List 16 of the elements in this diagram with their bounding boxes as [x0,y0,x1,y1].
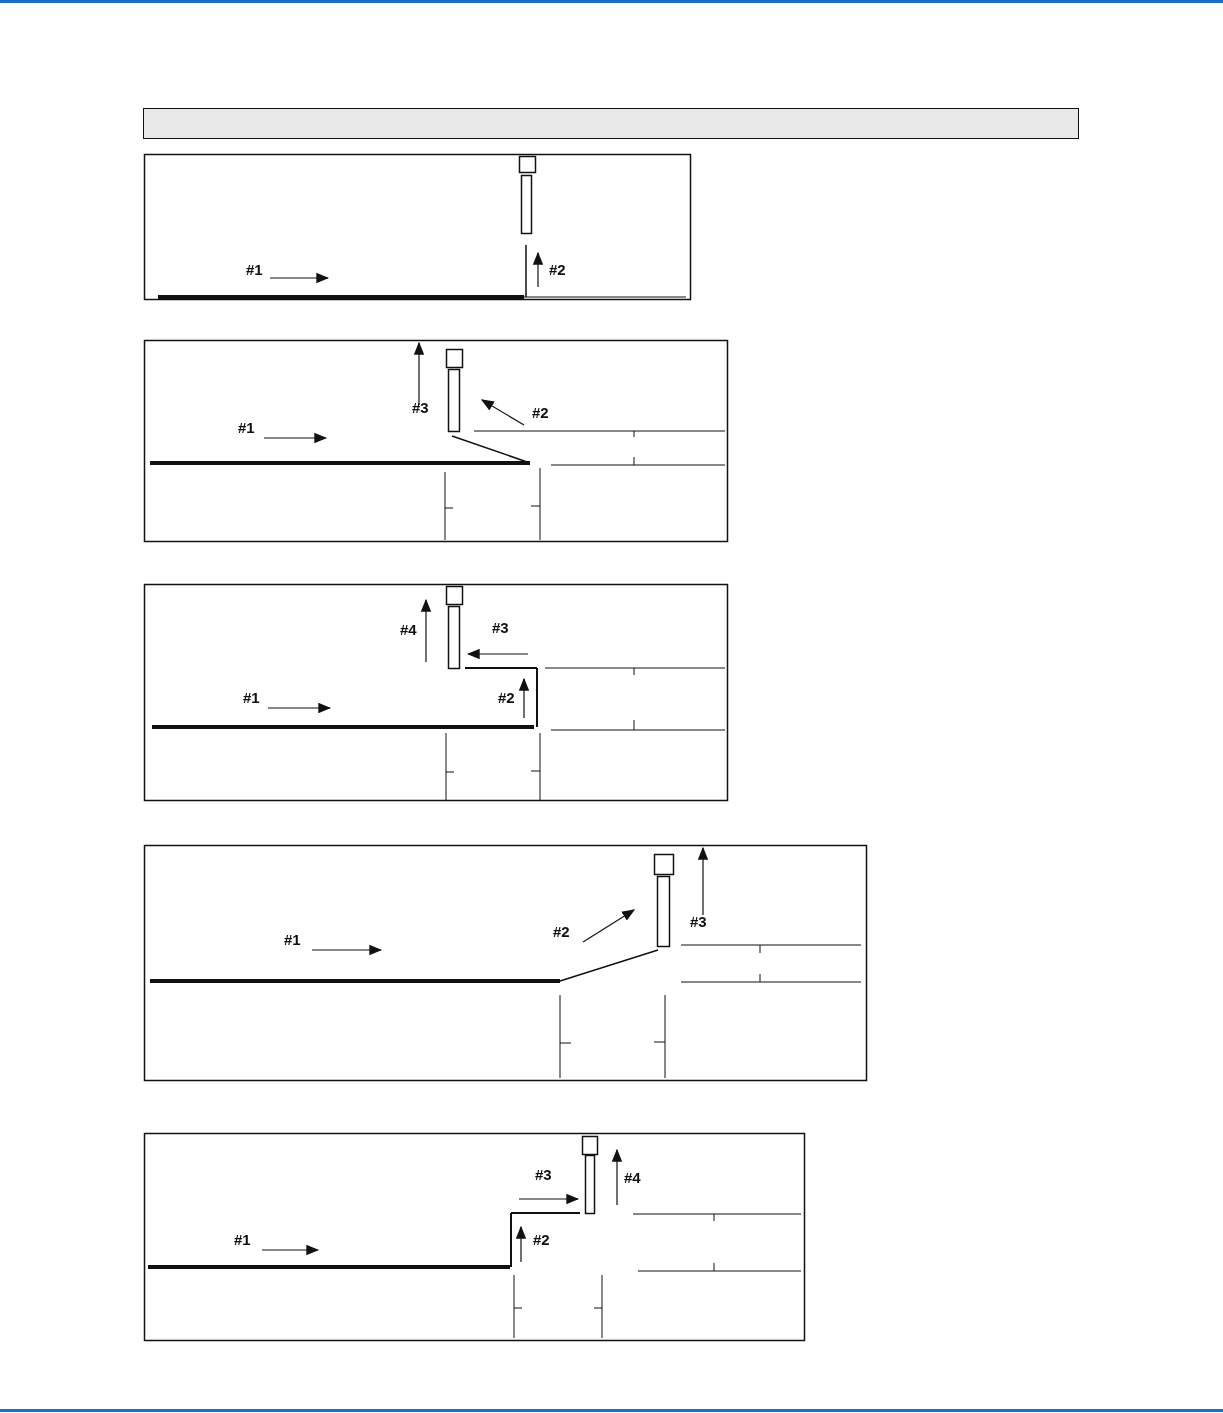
callout-number: #1 [284,932,301,948]
callout-number: #2 [532,405,549,421]
callout-number: #1 [238,420,255,436]
callout-number: #1 [246,262,263,278]
callout-number: #3 [690,914,707,930]
callout-number: #3 [412,400,429,416]
callout-number: #2 [498,690,515,706]
callout-number: #2 [553,924,570,940]
callout-number: #1 [243,690,260,706]
callout-number: #4 [400,622,417,638]
callout-number: #2 [533,1232,550,1248]
callout-number: #4 [624,1170,641,1186]
callout-number: #2 [549,262,566,278]
callout-number: #1 [234,1232,251,1248]
callout-number: #3 [492,620,509,636]
callout-number: #3 [535,1167,552,1183]
